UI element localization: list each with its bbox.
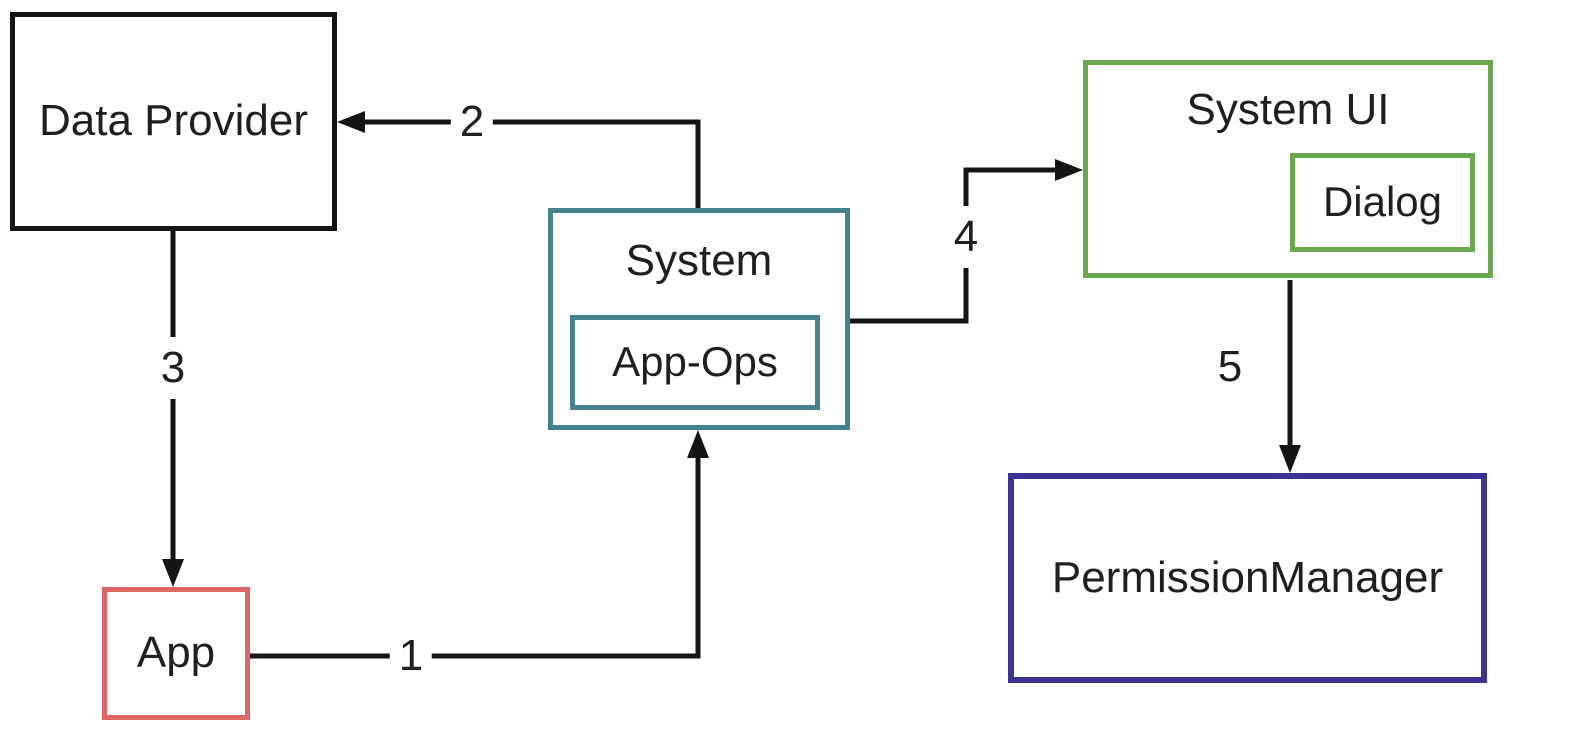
node-dialog: Dialog: [1290, 153, 1475, 252]
node-label-system-ui-text: System UI: [1186, 84, 1390, 134]
node-label-dialog: Dialog: [1322, 178, 1443, 226]
arrow-2-head: [337, 111, 365, 133]
node-label-system: System: [553, 213, 845, 309]
node-label-system-ui: System UI: [1088, 65, 1488, 155]
edge-label-1: 1: [389, 632, 433, 680]
node-label-system-text: System: [625, 235, 773, 285]
node-label-app-ops: App-Ops: [612, 338, 778, 386]
arrow-5-head: [1279, 445, 1301, 473]
node-data-provider: Data Provider: [10, 12, 337, 231]
arrow-2-line: [362, 119, 701, 208]
node-permission-manager: PermissionManager: [1008, 473, 1487, 683]
edge-label-5: 5: [1213, 343, 1247, 391]
arrow-3-head: [162, 559, 184, 587]
node-app-ops: App-Ops: [570, 315, 820, 410]
node-label-data-provider: Data Provider: [38, 96, 308, 146]
node-label-app: App: [136, 628, 216, 678]
node-app: App: [102, 587, 250, 720]
edge-label-3: 3: [154, 337, 192, 399]
node-system-ui: System UI Dialog: [1083, 60, 1493, 278]
node-label-permission-manager: PermissionManager: [1051, 552, 1444, 602]
node-system: System App-Ops: [548, 208, 850, 430]
edge-label-2: 2: [450, 98, 494, 146]
edge-label-4: 4: [947, 206, 985, 268]
arrow-1-line: [250, 454, 701, 659]
arrow-4-head: [1055, 159, 1083, 181]
arrow-1-head: [687, 430, 709, 458]
